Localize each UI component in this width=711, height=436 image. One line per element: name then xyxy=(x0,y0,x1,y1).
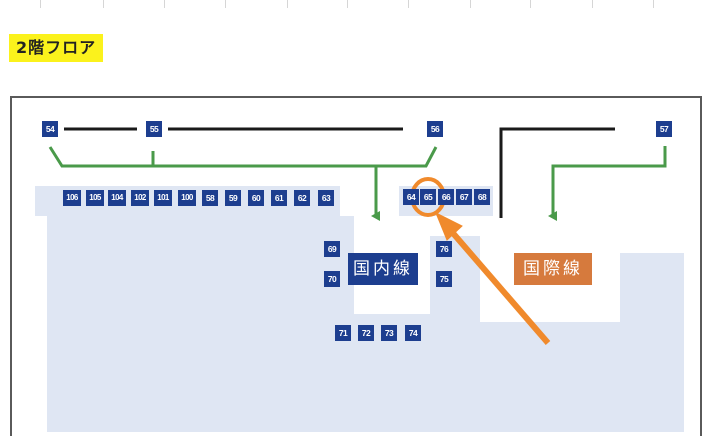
building-area xyxy=(35,186,684,432)
black-lines xyxy=(64,127,615,218)
gate-57[interactable]: 57 xyxy=(656,121,672,137)
gate-105[interactable]: 105 xyxy=(86,190,104,206)
gate-101[interactable]: 101 xyxy=(154,190,172,206)
gate-64[interactable]: 64 xyxy=(403,189,419,205)
gate-65[interactable]: 65 xyxy=(420,189,436,205)
floor-label: 2階フロア xyxy=(9,34,104,62)
domestic-terminal-label[interactable]: 国内線 xyxy=(348,253,418,285)
gate-58[interactable]: 58 xyxy=(202,190,218,206)
gate-106[interactable]: 106 xyxy=(63,190,81,206)
gate-75[interactable]: 75 xyxy=(436,271,452,287)
gate-66[interactable]: 66 xyxy=(438,189,454,205)
gate-76[interactable]: 76 xyxy=(436,241,452,257)
green-routes xyxy=(48,146,667,221)
floor-map-frame xyxy=(10,96,702,436)
gate-63[interactable]: 63 xyxy=(318,190,334,206)
gate-60[interactable]: 60 xyxy=(248,190,264,206)
gate-73[interactable]: 73 xyxy=(381,325,397,341)
gate-69[interactable]: 69 xyxy=(324,241,340,257)
gate-56[interactable]: 56 xyxy=(427,121,443,137)
gate-59[interactable]: 59 xyxy=(225,190,241,206)
top-ruler xyxy=(0,0,711,10)
gate-102[interactable]: 102 xyxy=(131,190,149,206)
gate-62[interactable]: 62 xyxy=(294,190,310,206)
gate-61[interactable]: 61 xyxy=(271,190,287,206)
gate-70[interactable]: 70 xyxy=(324,271,340,287)
gate-55[interactable]: 55 xyxy=(146,121,162,137)
gate-67[interactable]: 67 xyxy=(456,189,472,205)
gate-68[interactable]: 68 xyxy=(474,189,490,205)
gate-72[interactable]: 72 xyxy=(358,325,374,341)
gate-54[interactable]: 54 xyxy=(42,121,58,137)
gate-104[interactable]: 104 xyxy=(108,190,126,206)
international-terminal-label[interactable]: 国際線 xyxy=(514,253,592,285)
gate-71[interactable]: 71 xyxy=(335,325,351,341)
gate-100[interactable]: 100 xyxy=(178,190,196,206)
gate-74[interactable]: 74 xyxy=(405,325,421,341)
